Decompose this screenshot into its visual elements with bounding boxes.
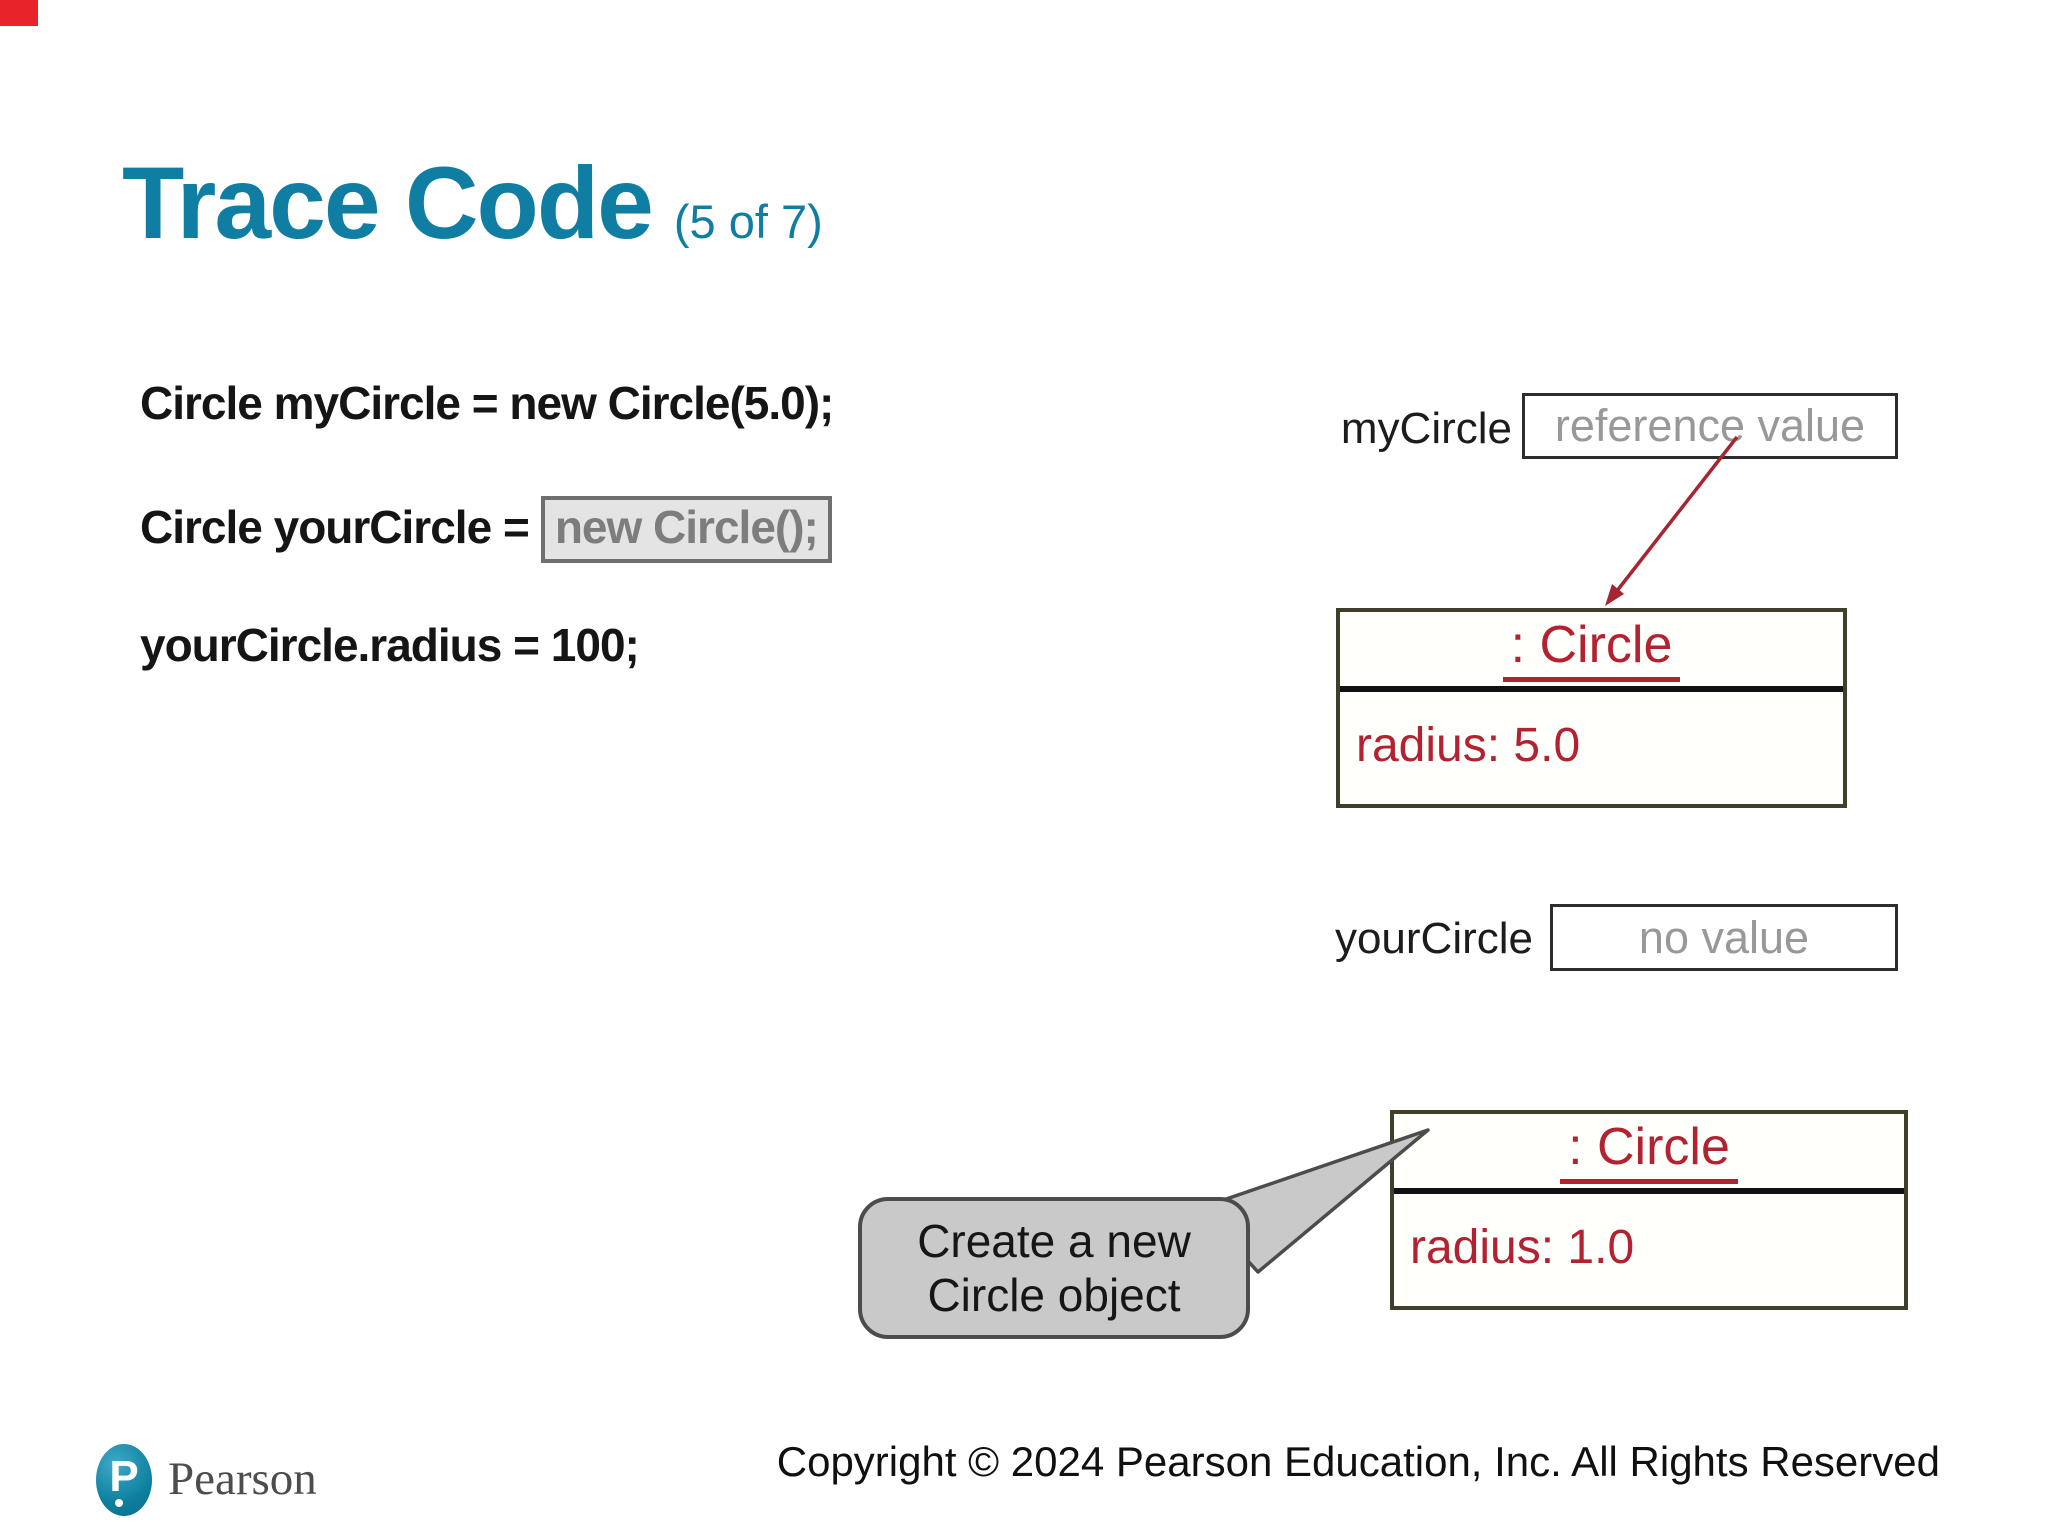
code-line-2: Circle yourCircle =new Circle();	[140, 496, 832, 563]
yourcircle-value: no value	[1638, 911, 1810, 963]
circle-object-2-title: : Circle	[1560, 1121, 1738, 1184]
reference-arrow	[1605, 435, 1739, 606]
mycircle-label: myCircle	[1340, 404, 1512, 453]
circle-object-2-header: : Circle	[1394, 1114, 1904, 1194]
pearson-logo-dot	[115, 1499, 123, 1507]
callout-line-1: Create a new	[917, 1214, 1191, 1267]
copyright-text: Copyright © 2024 Pearson Education, Inc.…	[776, 1438, 1940, 1485]
callout-line-2: Circle object	[927, 1269, 1181, 1321]
code-highlight-box: new Circle();	[540, 496, 832, 563]
code-line-1: Circle myCircle = new Circle(5.0);	[140, 377, 834, 429]
mycircle-value-box: reference value	[1522, 393, 1898, 459]
yourcircle-value-box: no value	[1550, 904, 1898, 971]
pearson-logo-icon: P	[96, 1444, 152, 1516]
pearson-wordmark: Pearson	[168, 1453, 317, 1505]
circle-object-2-field: radius: 1.0	[1410, 1221, 1635, 1274]
code-line-3: yourCircle.radius = 100;	[140, 619, 640, 671]
title-suffix: (5 of 7)	[673, 195, 823, 248]
pearson-logo-monogram: P	[109, 1452, 139, 1501]
code-line-2-prefix: Circle yourCircle =	[140, 501, 530, 553]
circle-object-2: : Circle radius: 1.0	[1390, 1110, 1908, 1310]
circle-object-1-field: radius: 5.0	[1356, 719, 1581, 772]
page-title: Trace Code(5 of 7)	[122, 152, 823, 254]
circle-object-1-header: : Circle	[1340, 612, 1843, 692]
mycircle-value: reference value	[1554, 400, 1866, 451]
corner-red-marker	[0, 0, 38, 26]
title-text: Trace Code	[122, 146, 654, 260]
callout-bubble: Create a new Circle object	[858, 1197, 1250, 1339]
circle-object-1: : Circle radius: 5.0	[1336, 608, 1847, 808]
yourcircle-label: yourCircle	[1334, 914, 1533, 963]
circle-object-1-title: : Circle	[1502, 619, 1681, 682]
